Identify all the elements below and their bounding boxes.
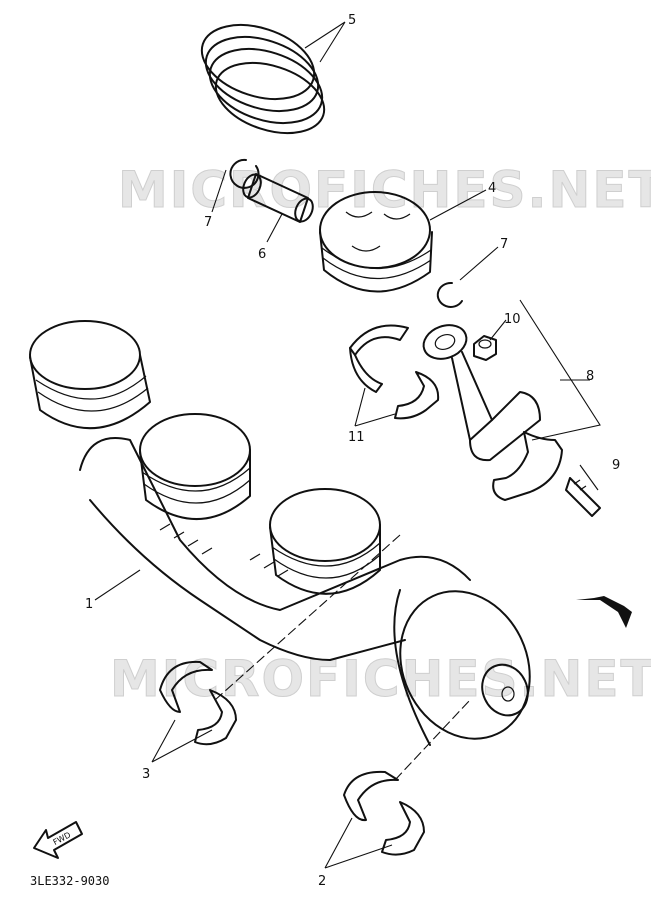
callout-7-right: 7 bbox=[500, 237, 508, 252]
callout-2: 2 bbox=[318, 874, 326, 889]
callout-6: 6 bbox=[258, 247, 266, 262]
watermark-top: MICROFICHES.NET bbox=[118, 161, 651, 219]
fwd-arrow-icon: FWD bbox=[33, 821, 83, 859]
callout-5: 5 bbox=[348, 13, 356, 28]
piston bbox=[319, 191, 433, 293]
diagram-code: 3LE332-9030 bbox=[30, 874, 109, 888]
callout-7-left: 7 bbox=[204, 215, 212, 230]
callout-11: 11 bbox=[348, 430, 365, 445]
crank-bearing-halves-bottom bbox=[343, 770, 425, 856]
callout-4: 4 bbox=[488, 181, 496, 196]
callout-3: 3 bbox=[142, 767, 150, 782]
conrod-bearing-halves bbox=[349, 324, 440, 420]
watermark-bottom: MICROFICHES.NET bbox=[110, 650, 651, 708]
callout-1: 1 bbox=[85, 597, 93, 612]
leader-lines bbox=[94, 21, 601, 869]
conrod-nut bbox=[473, 335, 497, 361]
piston-rings bbox=[200, 24, 326, 135]
circlip-right bbox=[436, 281, 463, 308]
connecting-rod bbox=[422, 324, 563, 501]
crank-bearing-halves-left bbox=[159, 660, 237, 746]
direction-arrow-icon bbox=[576, 596, 632, 628]
callout-8: 8 bbox=[586, 369, 594, 384]
crankshaft-assembly bbox=[29, 320, 531, 746]
callout-9: 9 bbox=[612, 458, 620, 473]
piston-pin bbox=[242, 173, 314, 223]
callout-10: 10 bbox=[504, 312, 521, 327]
conrod-bolt bbox=[565, 477, 601, 517]
